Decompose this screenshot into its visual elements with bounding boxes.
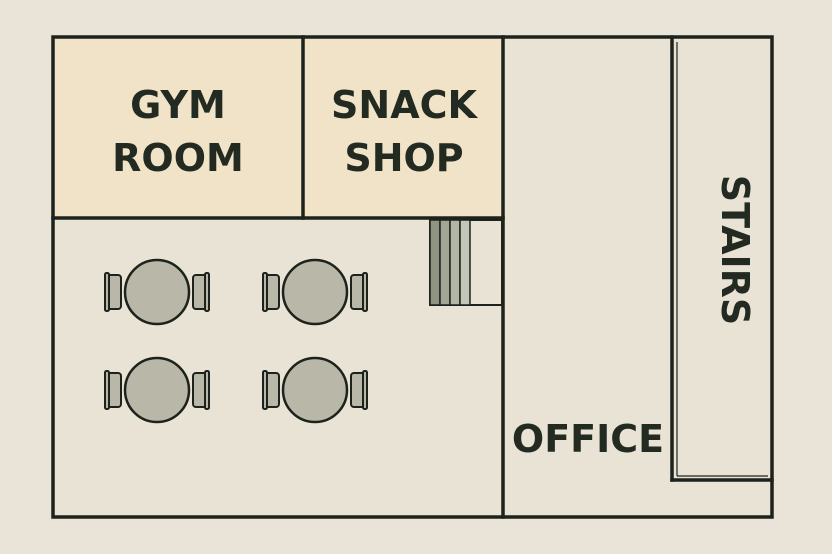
round-table-with-two-chairs-icon: [104, 258, 210, 326]
chair-right: [192, 272, 210, 312]
chair-right: [192, 370, 210, 410]
snack-shop-label-line2: SHOP: [344, 136, 463, 180]
round-table-top: [123, 356, 191, 424]
wall-inner-lines: [676, 42, 768, 477]
stairs-label: STAIRS: [713, 175, 757, 326]
chair-right: [350, 272, 368, 312]
room-snack-shop: SNACK SHOP: [303, 37, 503, 218]
office-label: OFFICE: [512, 417, 664, 461]
snack-shop-fill: [303, 37, 503, 218]
chair-left: [262, 272, 280, 312]
step-2: [439, 219, 451, 306]
chair-right: [350, 370, 368, 410]
gym-room-label-line2: ROOM: [112, 136, 244, 180]
round-table-top: [123, 258, 191, 326]
room-gym: GYM ROOM: [53, 37, 303, 218]
round-table-with-two-chairs-icon: [262, 258, 368, 326]
snack-shop-label-line1: SNACK: [331, 83, 478, 127]
round-table-top: [281, 258, 349, 326]
step-1: [429, 219, 441, 306]
step-3: [449, 219, 461, 306]
step-4: [459, 219, 471, 306]
chair-left: [104, 272, 122, 312]
walls: [51, 35, 774, 519]
dining-tables: [104, 258, 368, 424]
chair-left: [104, 370, 122, 410]
outer-wall: [51, 35, 774, 519]
gym-room-label-line1: GYM: [130, 83, 226, 127]
chair-left: [262, 370, 280, 410]
round-table-top: [281, 356, 349, 424]
small-steps-icon: [429, 219, 503, 306]
round-table-with-two-chairs-icon: [104, 356, 210, 424]
round-table-with-two-chairs-icon: [262, 356, 368, 424]
gym-room-fill: [53, 37, 303, 218]
